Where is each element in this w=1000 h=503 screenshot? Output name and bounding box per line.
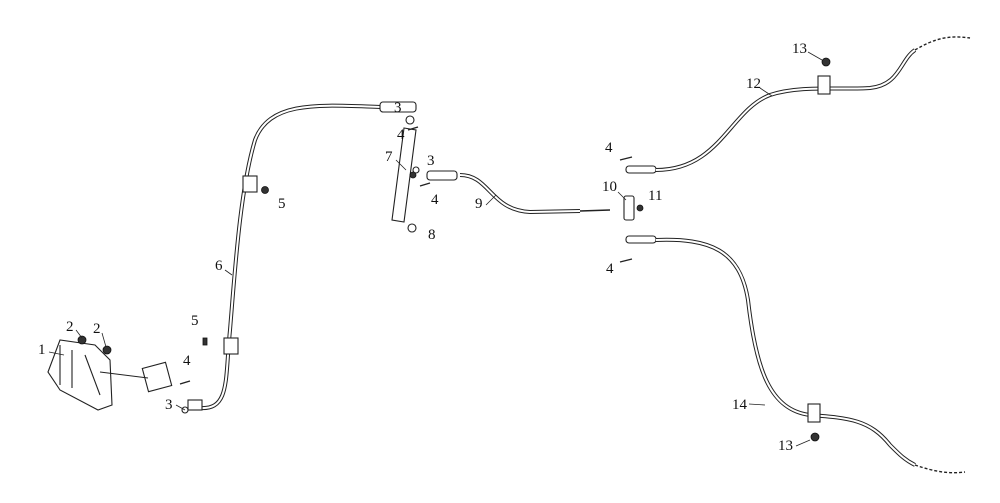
callout-12: 12 — [746, 76, 761, 92]
callout-11: 11 — [648, 188, 662, 204]
brake-pedal-assembly — [47, 335, 173, 411]
pins-and-clips — [179, 126, 633, 414]
callout-9: 9 — [475, 196, 483, 212]
callout-2b: 2 — [93, 321, 101, 337]
callout-2: 2 — [66, 319, 74, 335]
callout-8: 8 — [428, 227, 436, 243]
callout-5b: 5 — [278, 196, 286, 212]
callout-6: 6 — [215, 258, 223, 274]
callout-5: 5 — [191, 313, 199, 329]
equalizer-lever — [391, 115, 417, 233]
callout-4c: 4 — [431, 192, 439, 208]
callout-13: 13 — [792, 41, 807, 57]
callout-4d: 4 — [605, 140, 613, 156]
callout-4: 4 — [183, 353, 191, 369]
callout-3c: 3 — [427, 153, 435, 169]
equalizer — [623, 195, 644, 221]
callout-labels: 1 2 2 3 4 5 6 5 3 4 7 3 4 8 9 10 11 4 4 … — [38, 41, 807, 454]
callout-14: 14 — [732, 397, 748, 413]
callout-3b: 3 — [394, 100, 402, 116]
callout-4e: 4 — [606, 261, 614, 277]
callout-1: 1 — [38, 342, 46, 358]
callout-4b: 4 — [397, 127, 405, 143]
callout-10: 10 — [602, 179, 617, 195]
leader-lines — [48, 51, 823, 447]
intermediate-cable — [426, 170, 611, 215]
callout-13b: 13 — [778, 438, 793, 454]
rear-cable-right — [625, 36, 971, 174]
callout-3: 3 — [165, 397, 173, 413]
front-cable — [187, 101, 417, 411]
callout-7: 7 — [385, 149, 393, 165]
rear-cable-left — [625, 235, 966, 474]
